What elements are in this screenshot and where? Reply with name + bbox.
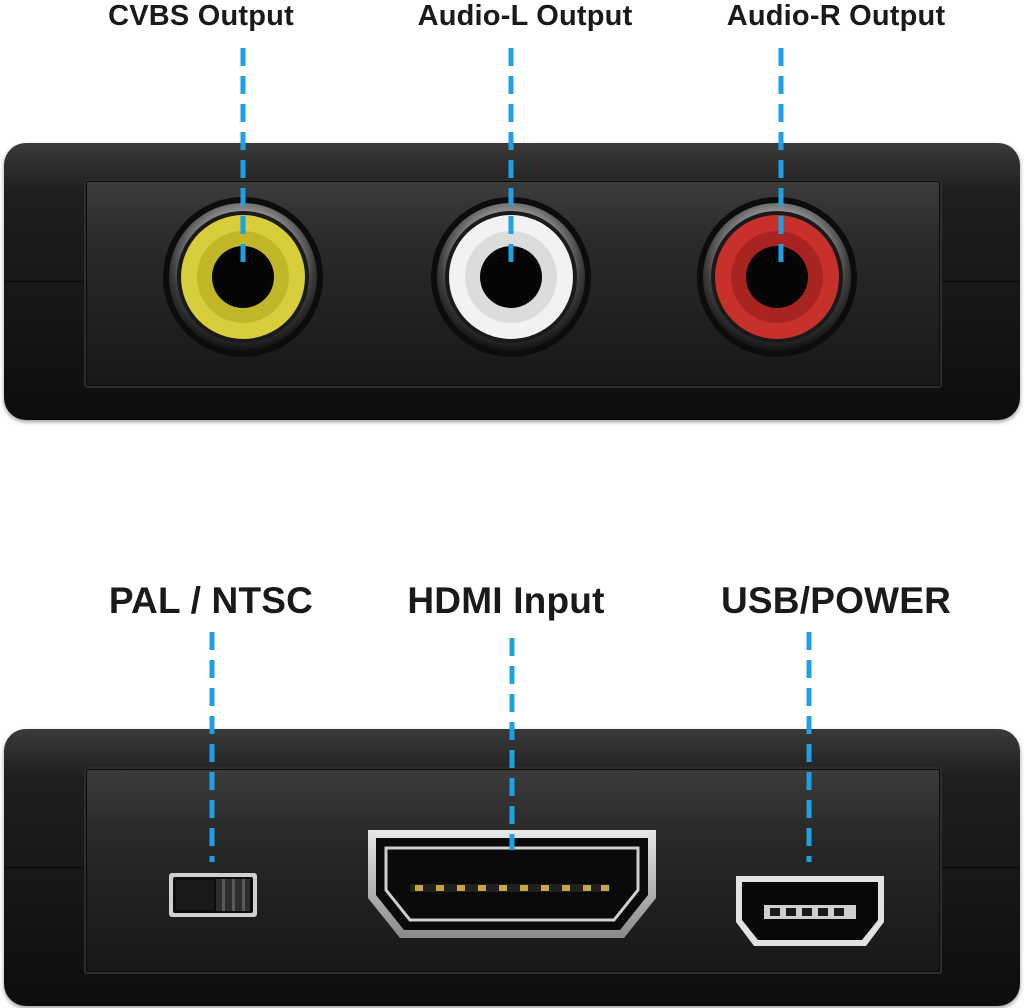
- usb-power-label: USB/POWER: [721, 580, 951, 621]
- hdmi-port: [368, 830, 656, 938]
- mini-usb-port: [736, 876, 884, 946]
- cvbs-output-label: CVBS Output: [108, 0, 294, 32]
- pal-ntsc-switch: [169, 873, 257, 917]
- hdmi-input-label: HDMI Input: [407, 580, 605, 621]
- callout-lines: [209, 48, 812, 862]
- audio-r-output-label: Audio-R Output: [726, 0, 946, 32]
- cvbs-jack: [163, 197, 323, 357]
- pal-ntsc-label: PAL / NTSC: [108, 580, 314, 621]
- audio-r-jack: [697, 197, 857, 357]
- audio-l-output-label: Audio-L Output: [417, 0, 633, 32]
- audio-l-jack: [431, 197, 591, 357]
